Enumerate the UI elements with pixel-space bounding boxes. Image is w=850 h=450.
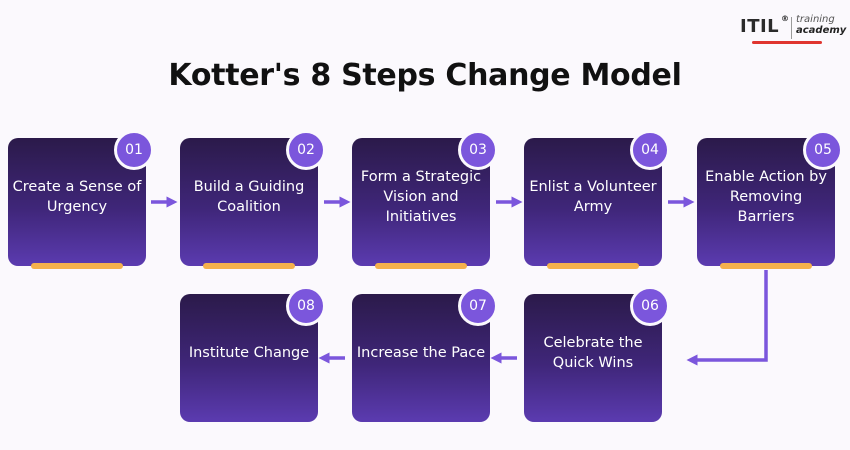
step-number-badge: 07 — [458, 286, 498, 326]
step-number-badge: 06 — [630, 286, 670, 326]
step-label: Create a Sense of Urgency — [12, 179, 142, 215]
step-label: Form a Strategic Vision and Initiatives — [360, 169, 482, 225]
logo-registered-mark: ® — [781, 14, 789, 23]
logo-main-text: ITIL — [740, 16, 780, 37]
step-accent-bar — [203, 263, 295, 269]
step-card-08: Institute Change 08 — [180, 286, 326, 422]
step-label: Institute Change — [188, 345, 310, 361]
arrow-5-to-6 — [686, 270, 768, 366]
logo-subtitle-training: training — [796, 14, 835, 25]
step-card-06: Celebrate the Quick Wins 06 — [524, 286, 670, 422]
step-number-badge: 05 — [803, 130, 843, 170]
step-card-03: Form a Strategic Vision and Initiatives … — [352, 130, 498, 269]
step-accent-bar — [720, 263, 812, 269]
step-number-badge: 01 — [114, 130, 154, 170]
step-number-badge: 03 — [458, 130, 498, 170]
step-label: Build a Guiding Coalition — [193, 179, 305, 215]
step-label: Enlist a Volunteer Army — [529, 179, 657, 215]
logo-separator — [791, 17, 792, 39]
step-card-02: Build a Guiding Coalition 02 — [180, 130, 326, 269]
step-card-01: Create a Sense of Urgency 01 — [8, 130, 154, 269]
step-accent-bar — [31, 263, 123, 269]
step-accent-bar — [547, 263, 639, 269]
logo-subtitle-academy: academy — [796, 25, 847, 36]
step-number-badge: 04 — [630, 130, 670, 170]
logo-swoosh-icon — [752, 41, 822, 44]
step-label: Celebrate the Quick Wins — [543, 335, 643, 371]
step-number-badge: 08 — [286, 286, 326, 326]
step-accent-bar — [375, 263, 467, 269]
step-card-05: Enable Action by Removing Barriers 05 — [697, 130, 843, 269]
step-card-07: Increase the Pace 07 — [352, 286, 498, 422]
step-label: Enable Action by Removing Barriers — [705, 169, 827, 225]
step-card-04: Enlist a Volunteer Army 04 — [524, 130, 670, 269]
step-number-badge: 02 — [286, 130, 326, 170]
step-label: Increase the Pace — [356, 345, 486, 361]
page-title: Kotter's 8 Steps Change Model — [168, 58, 682, 93]
